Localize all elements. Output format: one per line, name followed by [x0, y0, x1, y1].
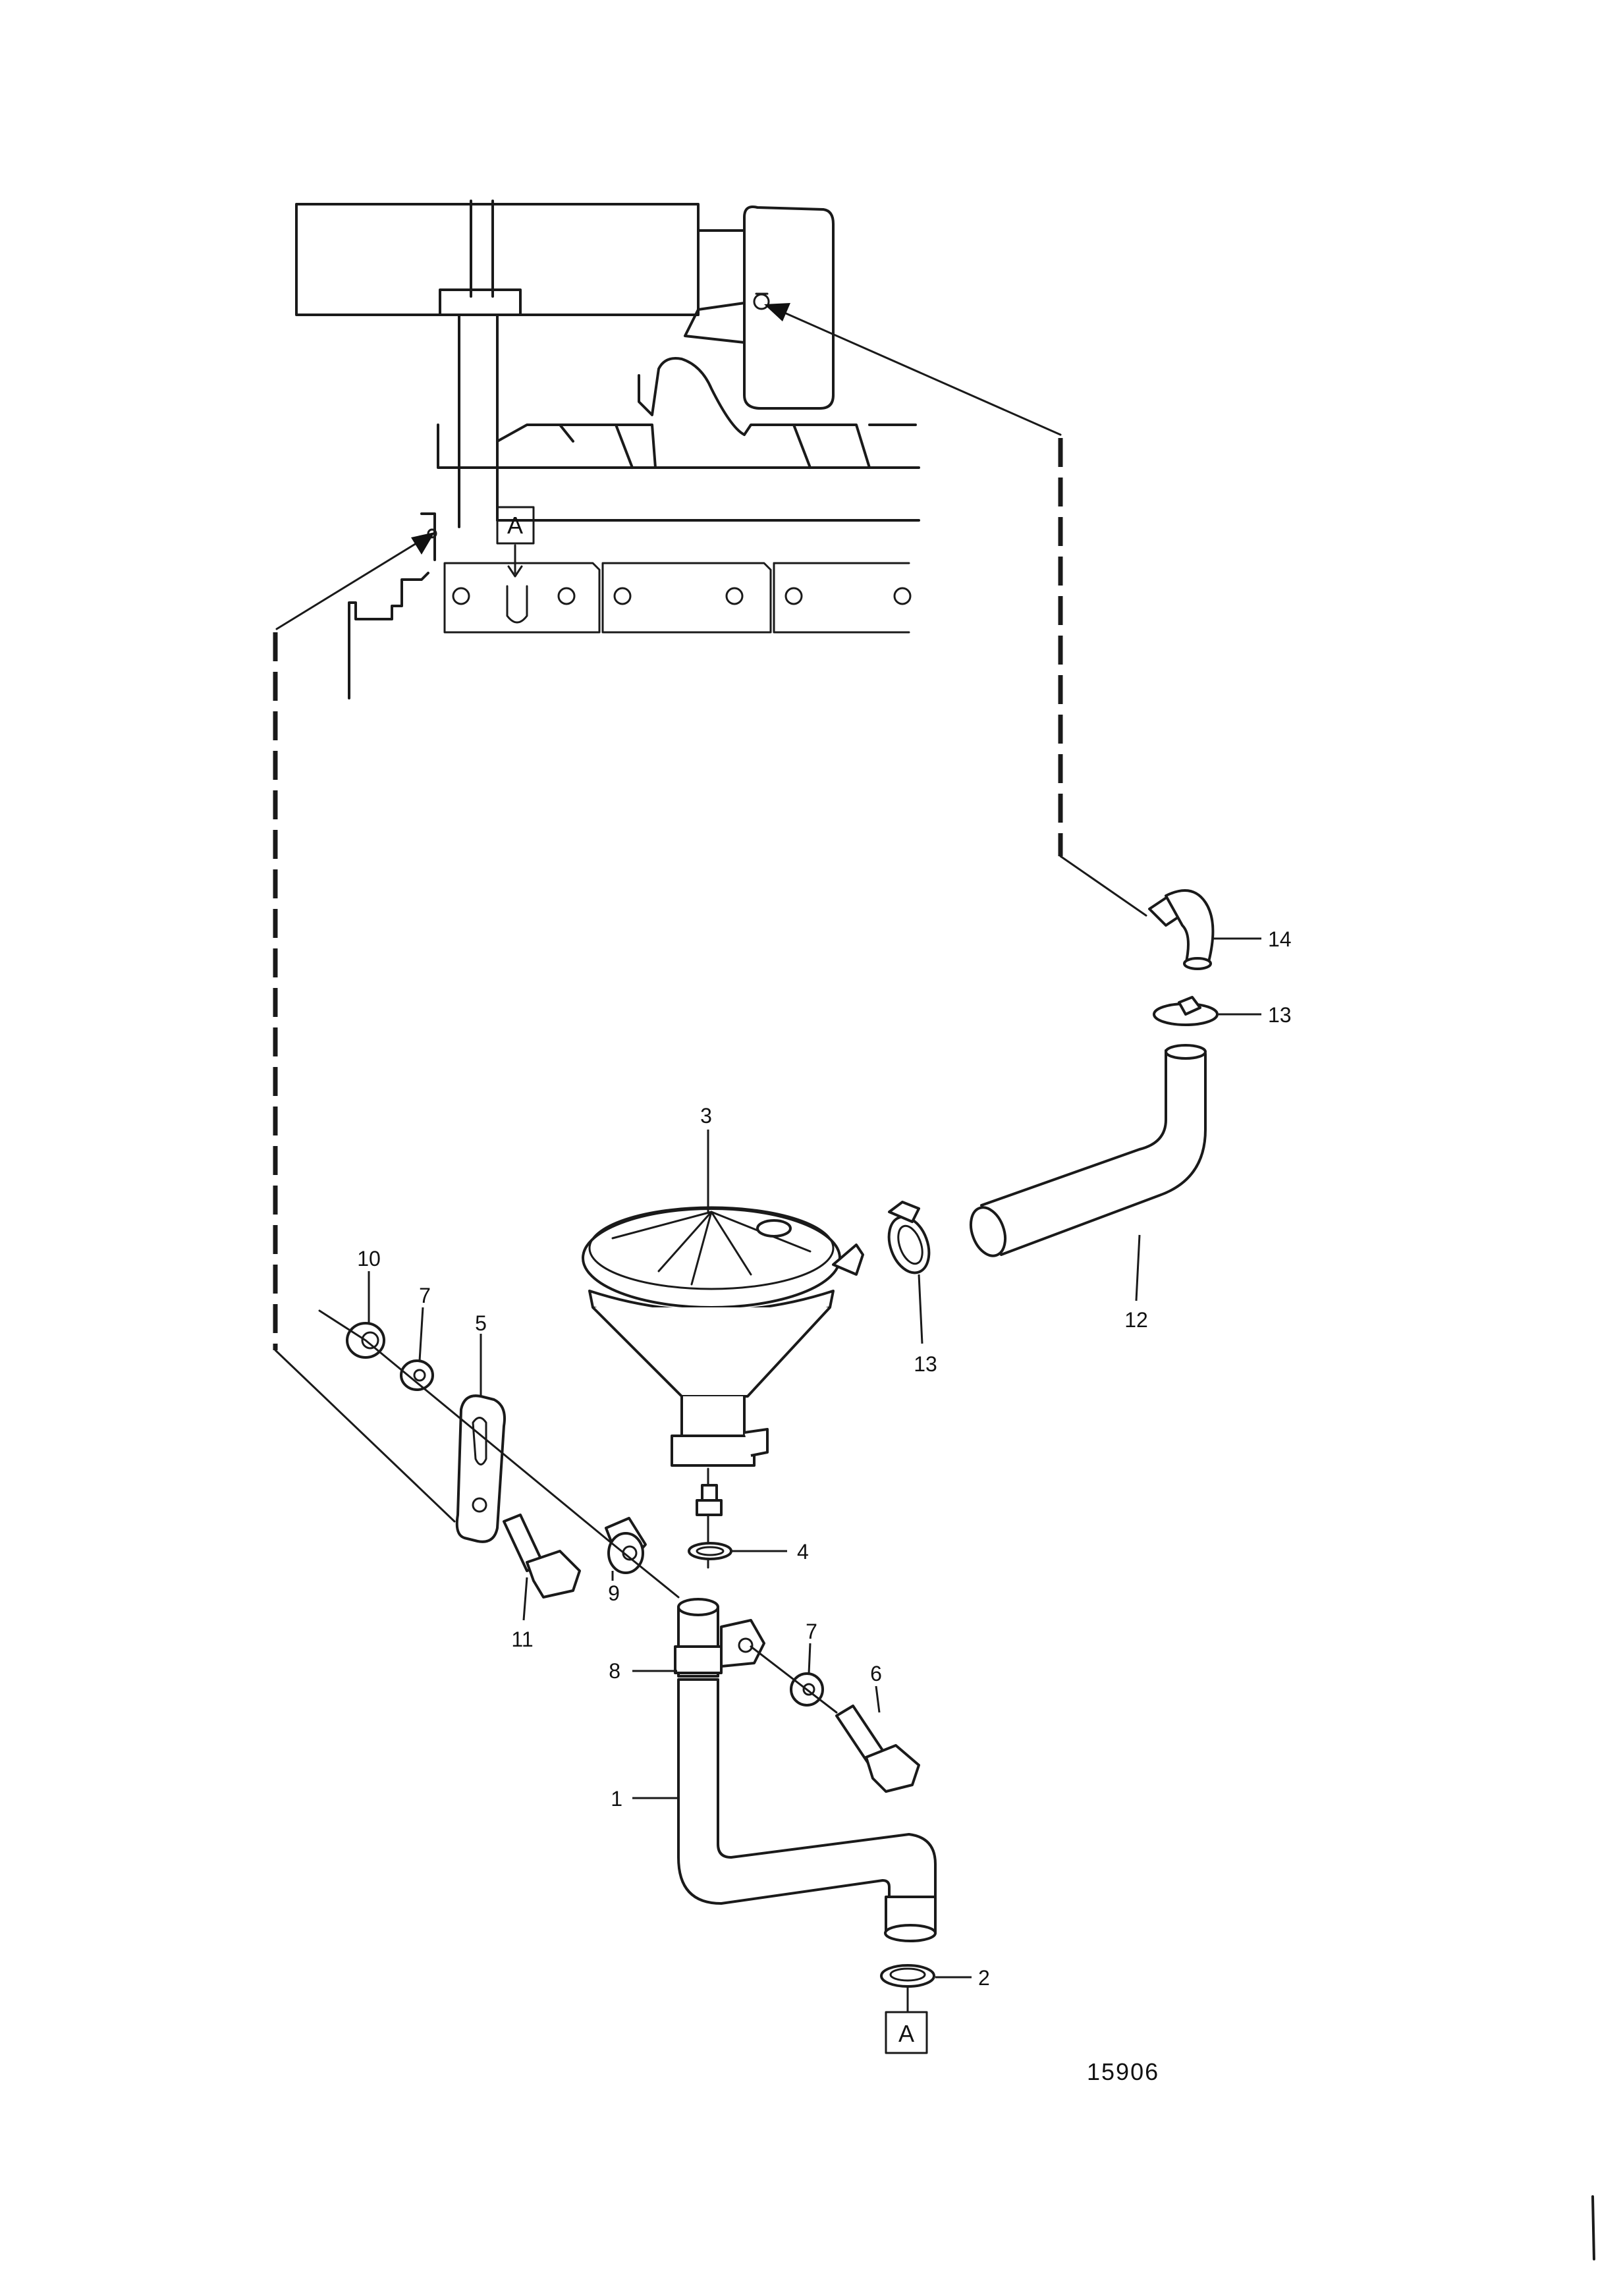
- axis-line-bracket-bolt: [318, 1309, 680, 1599]
- reference-box-engine-label: A: [507, 512, 523, 539]
- callout-14: 14: [1268, 927, 1292, 951]
- engine-outline: [295, 200, 920, 699]
- callout-leaders: [368, 937, 1261, 1979]
- part-4-o-ring: [688, 1542, 732, 1560]
- part-1-drain-pipe: [677, 1678, 937, 1942]
- part-13-hose-clamp-upper: [1153, 996, 1219, 1026]
- reference-box-engine: A: [496, 506, 535, 578]
- callout-12: 12: [1124, 1308, 1148, 1332]
- part-3-oil-separator: [582, 1206, 864, 1467]
- callout-5: 5: [475, 1311, 487, 1335]
- part-8-pipe-bracket: [674, 1598, 765, 1678]
- part-12-hose: [969, 1044, 1207, 1257]
- part-5-bracket: [455, 1394, 506, 1543]
- page-edge-mark: [1591, 2195, 1595, 2260]
- part-14-elbow-fitting: [1148, 889, 1215, 970]
- callout-9: 9: [608, 1581, 620, 1605]
- reference-box-pipe-end-label: A: [898, 2020, 914, 2047]
- callout-6: 6: [870, 1662, 882, 1685]
- arrow-to-block: [275, 532, 435, 630]
- part-11-bolt: [503, 1514, 581, 1599]
- part-3-check-valve: [696, 1484, 723, 1516]
- part-6-bolt: [835, 1705, 920, 1793]
- figure-number: 15906: [1087, 2058, 1159, 2085]
- callout-13-lower: 13: [914, 1352, 937, 1376]
- callout-3: 3: [700, 1104, 712, 1128]
- part-13-hose-clamp-lower: [887, 1201, 931, 1274]
- axis-line-washer-bolt: [750, 1645, 838, 1714]
- callout-7-lower: 7: [806, 1620, 817, 1643]
- callout-8: 8: [609, 1659, 620, 1683]
- line-left-to-bracket: [274, 1349, 456, 1523]
- callout-10: 10: [357, 1247, 381, 1271]
- reference-box-pipe-end: A: [885, 1986, 928, 2054]
- callout-1: 1: [611, 1787, 622, 1811]
- arrow-to-turbo: [764, 303, 1062, 436]
- callout-11: 11: [511, 1627, 533, 1651]
- callout-13-upper: 13: [1268, 1003, 1292, 1027]
- part-9-spacer: [605, 1517, 647, 1574]
- callout-4: 4: [797, 1540, 809, 1564]
- callout-2: 2: [978, 1966, 990, 1990]
- part-2-sealing-ring: [880, 1964, 935, 1988]
- callout-7-upper: 7: [419, 1284, 431, 1307]
- part-7-washer-upper: [400, 1359, 434, 1391]
- line-right-to-elbow: [1059, 855, 1147, 917]
